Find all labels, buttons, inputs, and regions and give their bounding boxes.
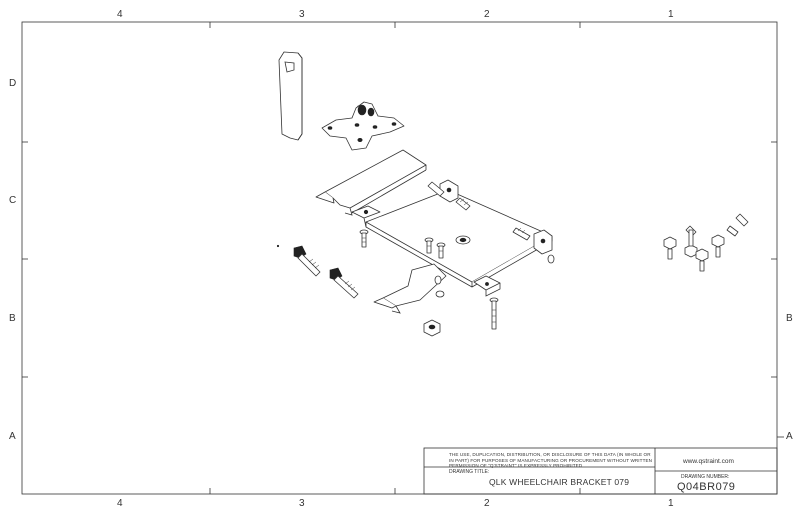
zone-row-a-left: A [9,431,16,442]
strap-part [278,51,303,141]
lower-rail-part [373,263,447,314]
fastener-right [512,227,555,264]
zone-row-b-left: B [9,313,16,324]
cross-plate-part [321,101,405,151]
zone-col-1-top: 1 [668,9,674,20]
zone-col-1-bottom: 1 [668,498,674,509]
upper-rail-part [315,149,427,216]
drawing-number-caption: DRAWING NUMBER: [681,474,730,480]
title-block-frame [423,447,778,495]
zone-col-2-top: 2 [484,9,490,20]
fastener-upper [427,181,471,211]
zone-col-4-top: 4 [117,9,123,20]
zone-col-2-bottom: 2 [484,498,490,509]
long-bolt-1 [293,245,321,277]
hex-nut [423,319,441,337]
screw-3 [436,242,446,259]
screw-4 [489,297,499,330]
zone-row-a-right: A [786,431,793,442]
hardware-cluster [663,213,749,272]
marker-dot [276,244,280,248]
screw-1 [359,229,369,248]
zone-row-b-right: B [786,313,793,324]
zone-col-3-bottom: 3 [299,498,305,509]
proprietary-notice: THE USE, DUPLICATION, DISTRIBUTION, OR D… [449,452,653,469]
zone-row-c-left: C [9,195,17,206]
base-plate-part [351,179,553,297]
zone-ticks [22,22,784,494]
drawing-number: Q04BR079 [677,481,736,493]
drawing-title-caption: DRAWING TITLE: [449,469,490,475]
long-bolt-2 [329,267,359,299]
zone-col-3-top: 3 [299,9,305,20]
company-website: www.qstraint.com [683,458,734,465]
drawing-title: QLK WHEELCHAIR BRACKET 079 [489,477,630,487]
drawing-frame [21,21,778,495]
zone-col-4-bottom: 4 [117,498,123,509]
screw-2 [424,237,434,254]
zone-row-d-left: D [9,78,17,89]
